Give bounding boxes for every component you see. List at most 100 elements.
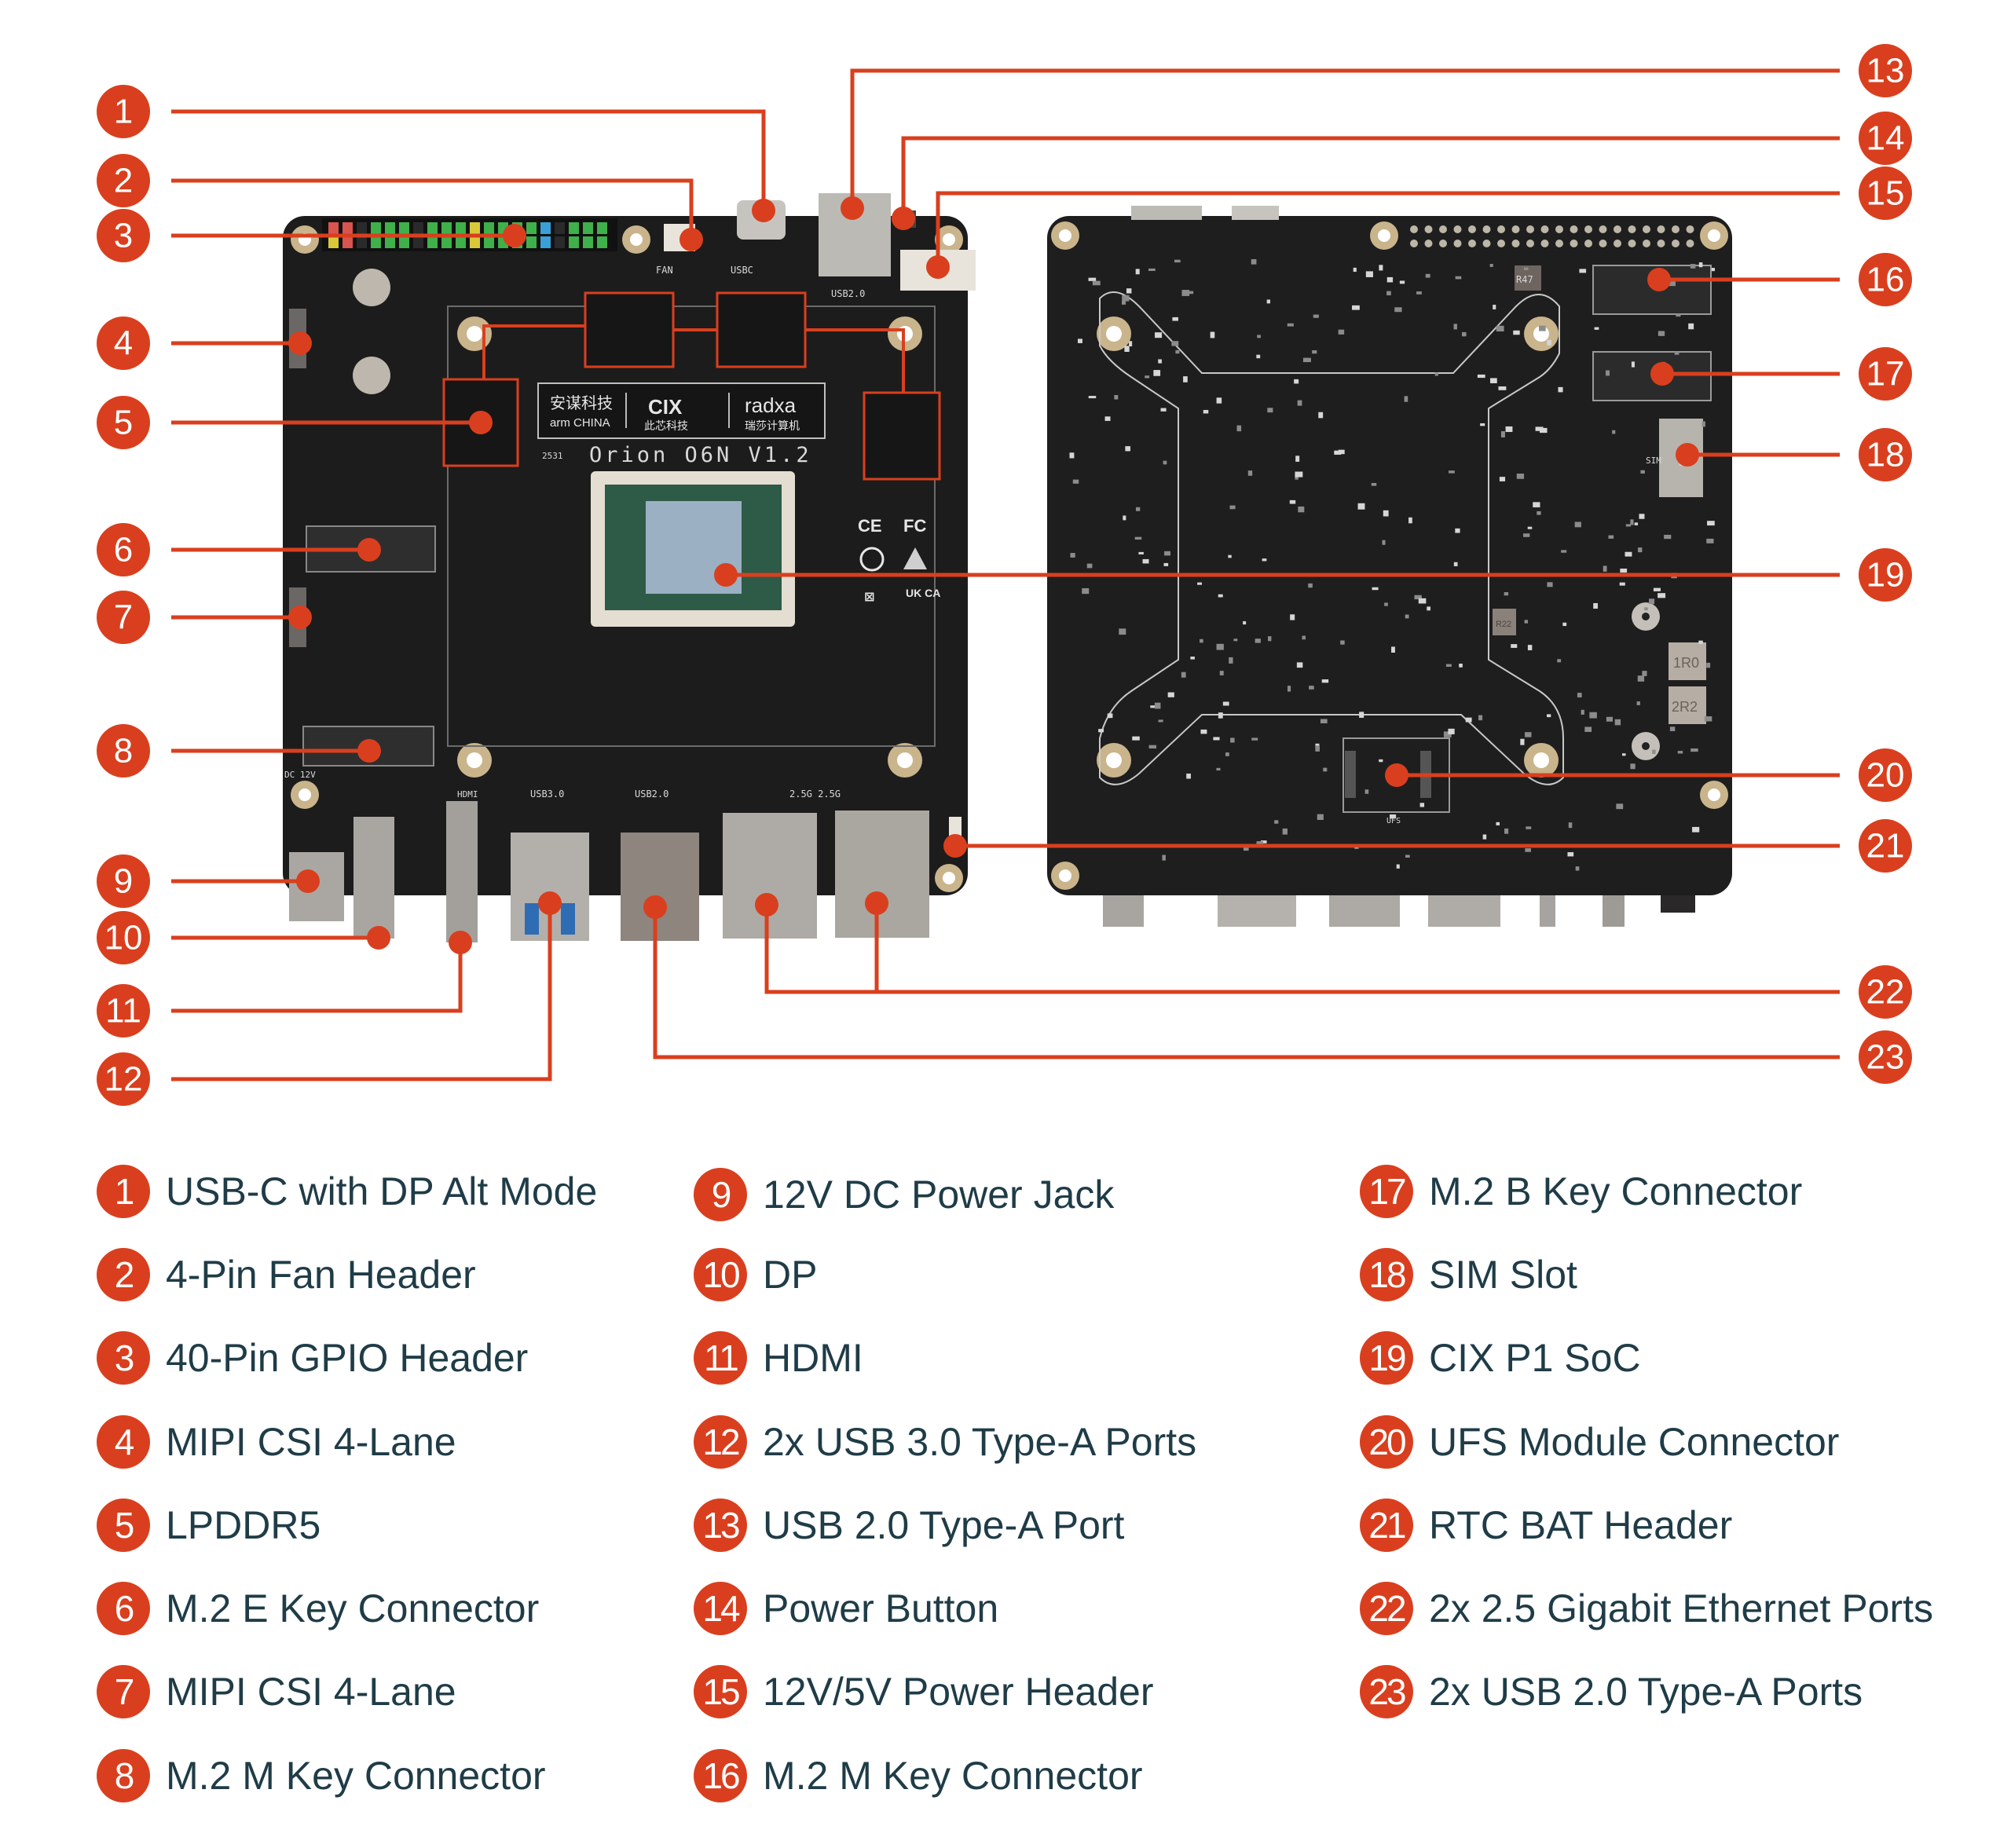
svg-text:21: 21 xyxy=(1866,827,1905,865)
smd-component xyxy=(1520,738,1525,745)
smd-component xyxy=(1230,737,1235,743)
smd-component xyxy=(1123,515,1126,521)
smd-component xyxy=(1121,301,1126,305)
smd-component xyxy=(1493,305,1496,309)
legend-label: 12V DC Power Jack xyxy=(763,1173,1115,1217)
cert-ce: CE xyxy=(858,516,882,536)
legend-badge: 22 xyxy=(1360,1582,1413,1635)
silk-usbc: USBC xyxy=(731,265,753,276)
gpio-hole xyxy=(1497,225,1505,233)
smd-component xyxy=(1122,295,1130,302)
gpio-hole xyxy=(1410,240,1418,247)
gpio-hole xyxy=(1482,225,1491,233)
legend-badge: 19 xyxy=(1360,1331,1413,1385)
legend-badge: 6 xyxy=(97,1582,150,1635)
svg-text:10: 10 xyxy=(104,919,143,957)
smd-component xyxy=(1658,331,1665,336)
smd-component xyxy=(1256,841,1264,844)
smd-component xyxy=(1164,551,1170,556)
svg-text:17: 17 xyxy=(1866,355,1905,393)
smd-component xyxy=(1574,521,1581,528)
gpio-hole xyxy=(1599,225,1607,233)
gpio-pin xyxy=(413,236,423,248)
smd-component xyxy=(1148,268,1156,271)
smd-component xyxy=(1309,686,1314,690)
smd-component xyxy=(1575,866,1580,871)
smd-component xyxy=(1158,359,1162,364)
gpio-hole xyxy=(1453,240,1462,247)
gpio-pin xyxy=(427,236,438,248)
smd-component xyxy=(1581,709,1584,715)
smd-component xyxy=(1399,280,1405,284)
smd-component xyxy=(1371,482,1377,486)
gpio-hole xyxy=(1453,225,1462,233)
gpio-hole xyxy=(1672,240,1679,247)
legend-label: 2x 2.5 Gigabit Ethernet Ports xyxy=(1429,1586,1934,1630)
callout-badge-8: 8 xyxy=(97,724,150,778)
smd-component xyxy=(1181,290,1190,296)
smd-component xyxy=(1652,749,1656,754)
silk-fan: FAN xyxy=(656,265,673,276)
silk-2r2: 2R2 xyxy=(1672,699,1698,715)
smd-component xyxy=(1287,323,1294,327)
smd-component xyxy=(1296,662,1303,668)
smd-component xyxy=(1251,737,1258,741)
gpio-pin xyxy=(399,222,409,234)
gpio-hole xyxy=(1439,240,1447,247)
smd-component xyxy=(1496,822,1500,825)
smd-component xyxy=(1174,259,1181,263)
smd-component xyxy=(1162,854,1166,861)
cert-ukca: UK CA xyxy=(906,587,940,599)
smd-component xyxy=(1315,745,1320,752)
cert-fcc: FC xyxy=(903,516,926,536)
smd-component xyxy=(1394,307,1402,313)
smd-component xyxy=(1132,736,1140,741)
smd-component xyxy=(1606,716,1614,722)
smd-component xyxy=(1323,767,1328,772)
board-model-text: Orion O6N V1.2 xyxy=(589,443,812,467)
smd-component xyxy=(1639,514,1645,519)
legend-badge: 18 xyxy=(1360,1248,1413,1301)
smd-component xyxy=(1525,848,1531,852)
gpio-hole xyxy=(1643,225,1650,233)
cix-p1-soc xyxy=(591,471,795,627)
smd-component xyxy=(1088,277,1097,281)
smd-component xyxy=(1664,534,1672,540)
gpio-pin xyxy=(357,236,367,248)
logo-cix: CIX xyxy=(648,395,683,419)
smd-component xyxy=(1379,265,1383,271)
smd-component xyxy=(1233,639,1238,642)
gpio-hole xyxy=(1584,225,1592,233)
smd-component xyxy=(1107,713,1113,719)
svg-text:19: 19 xyxy=(1866,556,1905,595)
legend-badge: 11 xyxy=(694,1331,747,1385)
smd-component xyxy=(1453,324,1457,330)
legend-label: M.2 E Key Connector xyxy=(166,1586,540,1630)
smd-component xyxy=(1129,341,1133,347)
legend-label: 40-Pin GPIO Header xyxy=(166,1336,529,1380)
smd-component xyxy=(1312,349,1317,354)
gpio-hole xyxy=(1686,225,1694,233)
legend-label: CIX P1 SoC xyxy=(1429,1336,1641,1380)
smd-component xyxy=(1218,712,1223,719)
logo-plate: 安谋科技 arm CHINA CIX 此芯科技 radxa 瑞莎计算机 xyxy=(537,382,826,439)
smd-component xyxy=(1620,568,1628,573)
smd-component xyxy=(1077,338,1082,343)
smd-component xyxy=(1134,536,1142,540)
smd-component xyxy=(1688,323,1694,330)
smd-component xyxy=(1637,675,1645,682)
dp-port xyxy=(353,817,394,939)
svg-text:9: 9 xyxy=(114,862,133,901)
gpio-hole xyxy=(1526,240,1534,247)
smd-component xyxy=(1216,643,1224,650)
gpio-pin xyxy=(540,236,551,248)
svg-text:8: 8 xyxy=(114,732,133,770)
callout-badge-1: 1 xyxy=(97,85,150,138)
smd-component xyxy=(1453,562,1458,566)
inductor-2r2 xyxy=(1669,686,1706,724)
smd-component xyxy=(1701,421,1705,427)
callout-badge-19: 19 xyxy=(1859,548,1912,602)
